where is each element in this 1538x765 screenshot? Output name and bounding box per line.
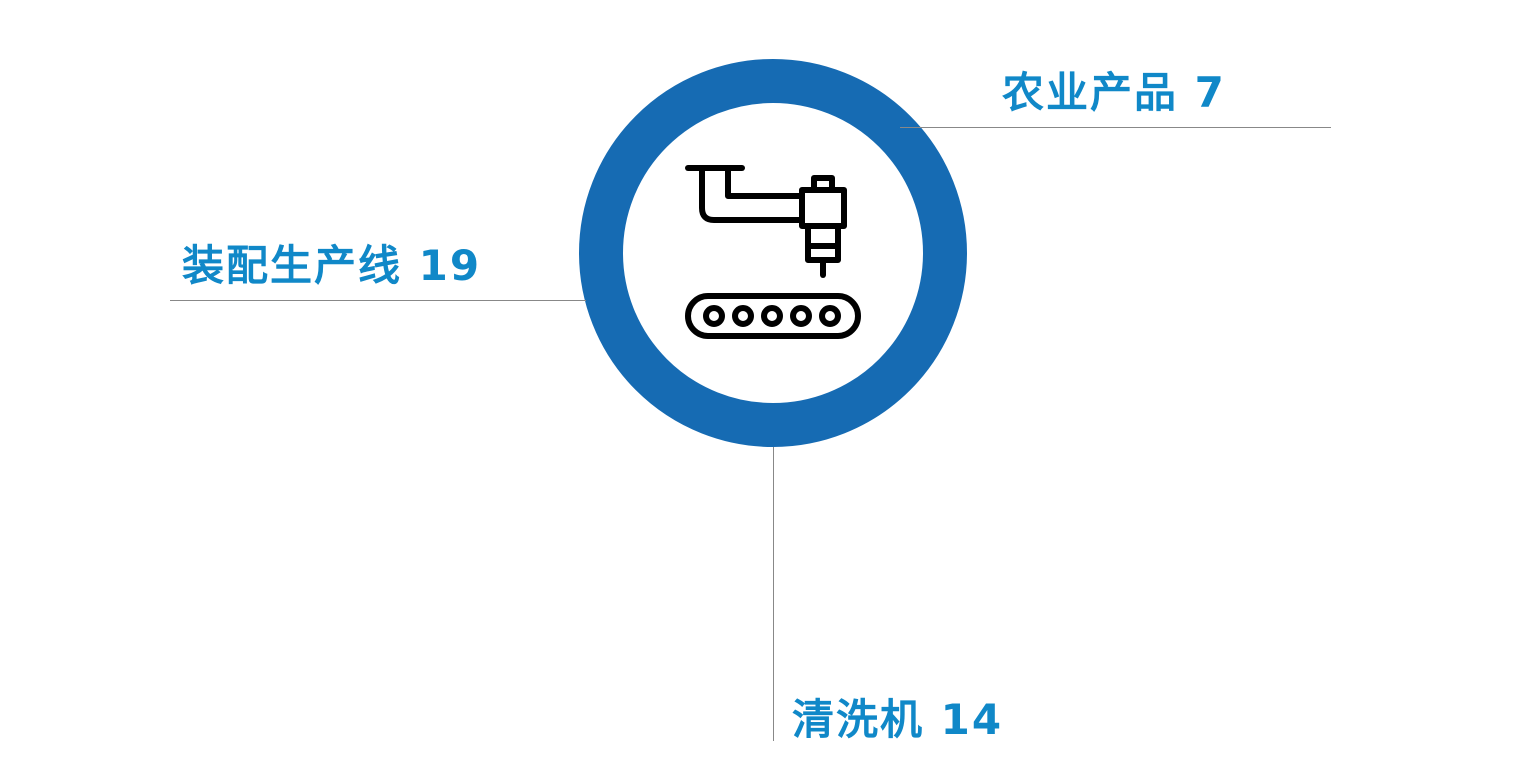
label-assembly-line: 装配生产线 19 (182, 245, 481, 287)
item-count: 7 (1194, 68, 1226, 117)
item-count: 19 (418, 241, 482, 290)
leader-line-washer (773, 447, 774, 741)
item-name: 农业产品 (1002, 68, 1179, 117)
robot-arm-conveyor-icon (685, 165, 861, 339)
label-washer: 清洗机 14 (792, 699, 1003, 741)
label-agricultural-products: 农业产品 7 (1002, 72, 1226, 114)
item-count: 14 (940, 695, 1004, 744)
leader-line-assembly (170, 300, 586, 301)
item-name: 清洗机 (792, 695, 925, 744)
leader-line-agricultural (900, 127, 1331, 128)
item-name: 装配生产线 (182, 241, 403, 290)
